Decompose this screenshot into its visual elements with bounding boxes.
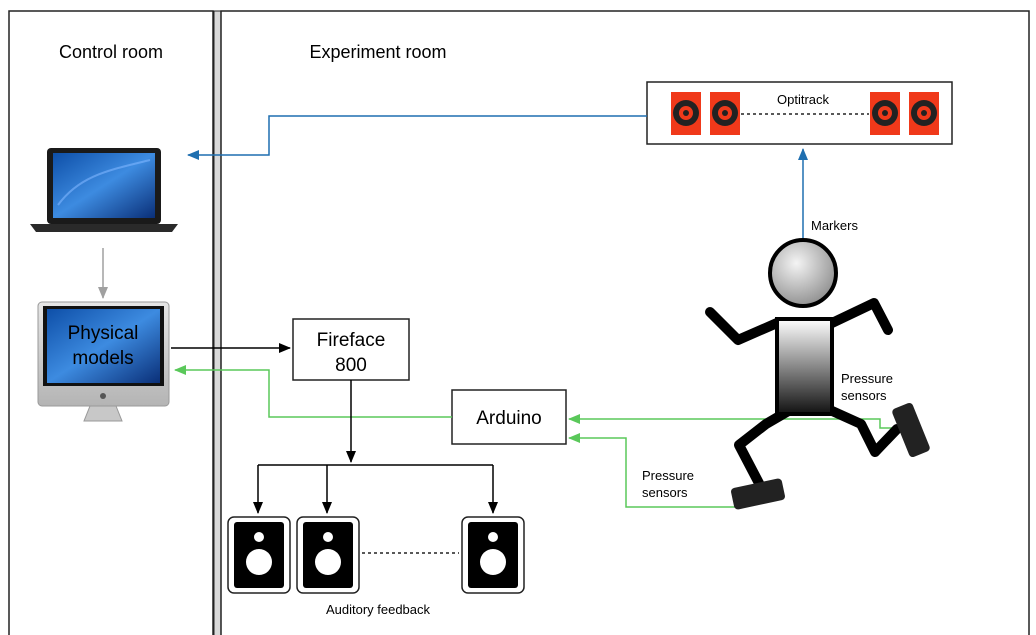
runner-figure-icon — [705, 238, 930, 510]
imac-icon — [37, 301, 170, 422]
pressure-sensors-bottom-line2: sensors — [642, 485, 688, 500]
hand-sensor-icon — [892, 402, 930, 458]
control-room-label: Control room — [59, 42, 163, 62]
speaker-icon — [227, 516, 291, 594]
optitrack-to-laptop-arrow — [187, 115, 647, 160]
markers-label: Markers — [811, 218, 858, 233]
computer-label-line2: models — [72, 348, 133, 369]
hand-sensor-to-arduino-arrow — [568, 414, 897, 429]
arduino-label: Arduino — [476, 408, 542, 429]
speaker-icon — [461, 516, 525, 594]
arduino-box — [451, 389, 567, 445]
fireface-box — [292, 318, 410, 381]
arduino-to-imac-arrow — [174, 365, 452, 418]
apple-logo-icon — [100, 393, 106, 399]
audio-distribution-arrows — [253, 380, 498, 514]
optitrack-bar — [646, 81, 953, 145]
foot-sensor-to-arduino-arrow — [568, 433, 735, 508]
fireface-label-line1: Fireface — [317, 330, 386, 351]
control-room-box — [8, 10, 214, 635]
auditory-feedback-label: Auditory feedback — [326, 602, 431, 617]
pressure-sensors-bottom-line1: Pressure — [642, 468, 694, 483]
room-divider-wall — [213, 10, 222, 635]
pressure-sensors-top-line1: Pressure — [841, 371, 893, 386]
speaker-icon — [296, 516, 360, 594]
experiment-room-box — [220, 10, 1030, 635]
experiment-room-label: Experiment room — [309, 42, 446, 62]
pressure-sensors-top-line2: sensors — [841, 388, 887, 403]
laptop-icon — [30, 148, 178, 232]
optitrack-label: Optitrack — [777, 92, 830, 107]
foot-sensor-icon — [731, 478, 785, 510]
computer-label-line1: Physical — [68, 323, 139, 344]
fireface-label-line2: 800 — [335, 355, 367, 376]
